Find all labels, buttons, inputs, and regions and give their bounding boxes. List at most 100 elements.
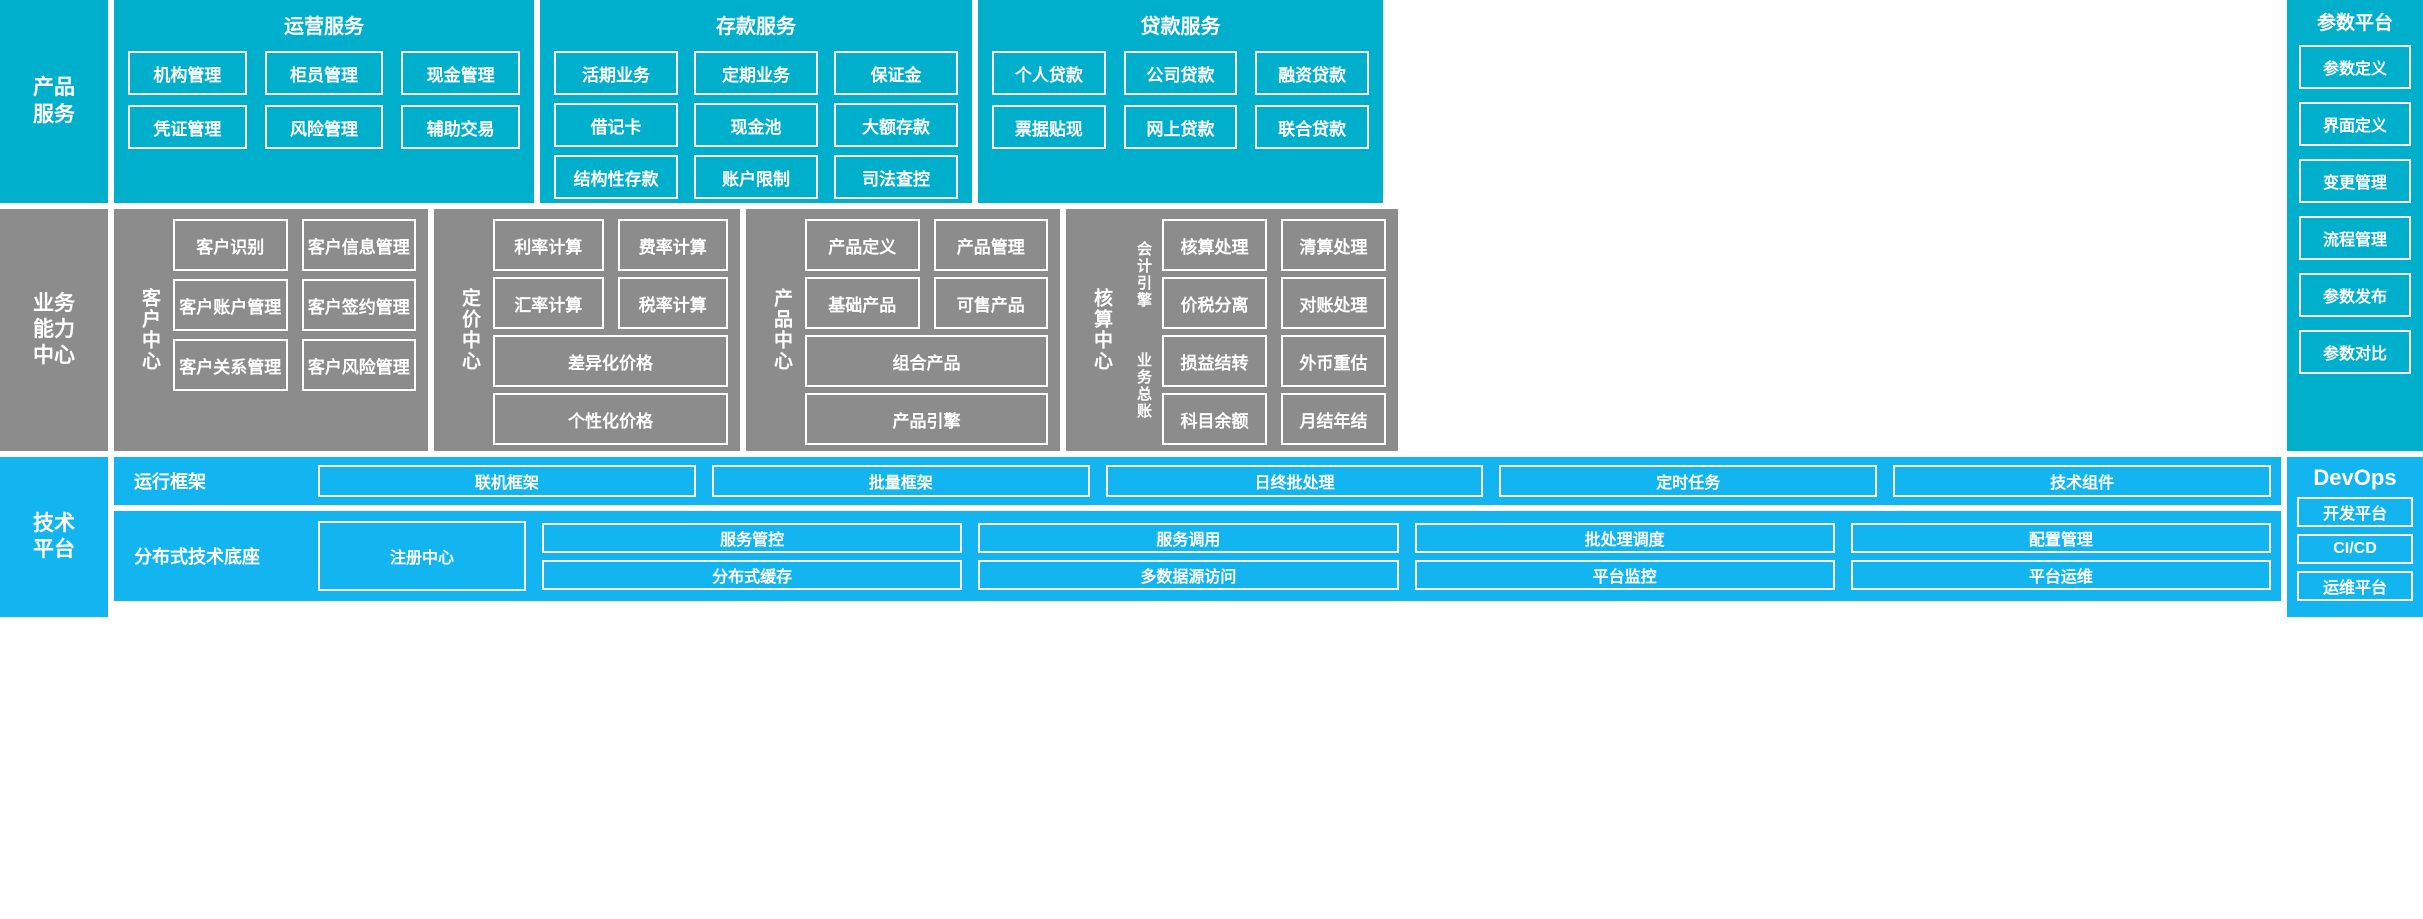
devops-title: DevOps — [2313, 465, 2397, 490]
tile-account-restriction[interactable]: 账户限制 — [694, 155, 818, 199]
tile-product-management[interactable]: 产品管理 — [933, 219, 1048, 271]
tile-account-balance[interactable]: 科目余额 — [1162, 393, 1267, 445]
tile-interface-definition[interactable]: 界面定义 — [2299, 102, 2411, 146]
band-distributed-foundation-label: 分布式技术底座 — [134, 547, 260, 567]
tile-time-deposit[interactable]: 定期业务 — [694, 51, 818, 95]
panel-parameter-platform: 参数平台 参数定义 界面定义 变更管理 流程管理 参数发布 参数对比 — [2287, 0, 2423, 451]
tile-large-deposit[interactable]: 大额存款 — [834, 103, 958, 147]
tile-service-governance[interactable]: 服务管控 — [542, 522, 963, 553]
tile-change-management[interactable]: 变更管理 — [2299, 159, 2411, 203]
tile-registry-center[interactable]: 注册中心 — [318, 521, 526, 591]
tile-customer-risk-management[interactable]: 客户风险管理 — [301, 339, 416, 391]
tile-reconciliation-processing[interactable]: 对账处理 — [1281, 277, 1386, 329]
tile-configuration-management[interactable]: 配置管理 — [1850, 522, 2271, 553]
tile-cash-management[interactable]: 现金管理 — [401, 51, 520, 95]
tile-batch-scheduling[interactable]: 批处理调度 — [1414, 522, 1835, 553]
tile-customer-contract-management[interactable]: 客户签约管理 — [301, 279, 416, 331]
tile-auxiliary-transaction[interactable]: 辅助交易 — [401, 105, 520, 149]
row-product-services: 产品 服务 运营服务 机构管理 柜员管理 现金管理 凭证管理 风险管理 辅助交易… — [0, 0, 2281, 203]
tile-exchange-rate-calculation[interactable]: 汇率计算 — [493, 277, 604, 329]
tile-process-management[interactable]: 流程管理 — [2299, 216, 2411, 260]
center-pricing: 定价中心 利率计算 费率计算 汇率计算 税率计算 差异化价格 — [434, 209, 740, 451]
tile-platform-monitoring[interactable]: 平台监控 — [1414, 559, 1835, 590]
tile-org-management[interactable]: 机构管理 — [128, 51, 247, 95]
group-loan-services-title: 贷款服务 — [1140, 16, 1221, 38]
center-accounting-body: 核算处理 清算处理 价税分离 对账处理 损益结转 外币重估 — [1162, 219, 1386, 445]
tile-online-loan[interactable]: 网上贷款 — [1123, 105, 1238, 149]
center-customer-row-3: 客户关系管理 客户风险管理 — [173, 339, 416, 391]
registry-center-wrap: 注册中心 — [318, 521, 526, 591]
tile-voucher-management[interactable]: 凭证管理 — [128, 105, 247, 149]
tile-customer-relation-management[interactable]: 客户关系管理 — [173, 339, 288, 391]
tile-cash-pool[interactable]: 现金池 — [694, 103, 818, 147]
tile-bill-discount[interactable]: 票据贴现 — [992, 105, 1106, 149]
tile-sellable-product[interactable]: 可售产品 — [933, 277, 1048, 329]
tile-combined-product[interactable]: 组合产品 — [805, 335, 1048, 387]
tile-technical-component[interactable]: 技术组件 — [1893, 465, 2271, 497]
tile-development-platform[interactable]: 开发平台 — [2297, 497, 2413, 527]
rail-technical-platform: 技术 平台 — [0, 457, 108, 617]
tile-batch-framework[interactable]: 批量框架 — [711, 465, 1090, 497]
band-runtime-framework-label: 运行框架 — [134, 472, 206, 492]
tile-product-engine[interactable]: 产品引擎 — [805, 393, 1048, 445]
tile-end-of-day-batch[interactable]: 日终批处理 — [1105, 465, 1484, 497]
tile-financing-loan[interactable]: 融资贷款 — [1255, 51, 1369, 95]
tile-customer-account-management[interactable]: 客户账户管理 — [173, 279, 288, 331]
tile-foreign-currency-revaluation[interactable]: 外币重估 — [1281, 335, 1386, 387]
sublabel-accounting-engine: 会计引擎 — [1135, 240, 1152, 309]
tile-scheduled-task[interactable]: 定时任务 — [1499, 465, 1878, 497]
tile-interest-rate-calculation[interactable]: 利率计算 — [493, 219, 604, 271]
tile-distributed-cache[interactable]: 分布式缓存 — [542, 559, 963, 590]
tile-parameter-definition[interactable]: 参数定义 — [2299, 45, 2411, 89]
tile-debit-card[interactable]: 借记卡 — [554, 103, 678, 147]
tile-accounting-processing[interactable]: 核算处理 — [1162, 219, 1267, 271]
tile-fee-rate-calculation[interactable]: 费率计算 — [617, 219, 728, 271]
tile-differentiated-price[interactable]: 差异化价格 — [493, 335, 728, 387]
tile-product-definition[interactable]: 产品定义 — [805, 219, 920, 271]
rail-business-capability: 业务 能力 中心 — [0, 209, 108, 451]
group-deposit-services-title: 存款服务 — [716, 16, 796, 38]
tile-parameter-release[interactable]: 参数发布 — [2299, 273, 2411, 317]
center-product-row-3: 组合产品 — [805, 335, 1048, 387]
center-product-row-2: 基础产品 可售产品 — [805, 277, 1048, 329]
tile-profit-loss-carryover[interactable]: 损益结转 — [1162, 335, 1267, 387]
tile-operations-platform[interactable]: 运维平台 — [2297, 571, 2413, 601]
tile-teller-management[interactable]: 柜员管理 — [264, 51, 384, 95]
tile-risk-management[interactable]: 风险管理 — [264, 105, 384, 149]
center-accounting-label: 核算中心 — [1091, 288, 1112, 372]
tile-ci-cd[interactable]: CI/CD — [2297, 534, 2413, 564]
tile-customer-identification[interactable]: 客户识别 — [173, 219, 288, 271]
tile-online-framework[interactable]: 联机框架 — [318, 465, 696, 497]
tile-price-tax-separation[interactable]: 价税分离 — [1162, 277, 1267, 329]
rail-product-services-label: 产品 服务 — [33, 76, 75, 126]
band-runtime-framework: 运行框架 联机框架 批量框架 日终批处理 定时任务 技术组件 — [114, 457, 2281, 505]
tile-month-year-end-closing[interactable]: 月结年结 — [1281, 393, 1386, 445]
tile-demand-deposit[interactable]: 活期业务 — [554, 51, 678, 95]
tile-customer-info-management[interactable]: 客户信息管理 — [301, 219, 416, 271]
center-pricing-row-1: 利率计算 费率计算 — [493, 219, 728, 271]
tile-service-invocation[interactable]: 服务调用 — [978, 522, 1399, 553]
tile-margin-deposit[interactable]: 保证金 — [834, 51, 958, 95]
tile-personal-loan[interactable]: 个人贷款 — [992, 51, 1106, 95]
center-customer-row-2: 客户账户管理 客户签约管理 — [173, 279, 416, 331]
sublabel-general-ledger: 业务总账 — [1135, 351, 1152, 420]
tile-base-product[interactable]: 基础产品 — [805, 277, 920, 329]
center-accounting-row-4: 科目余额 月结年结 — [1162, 393, 1386, 445]
tile-platform-operations[interactable]: 平台运维 — [1850, 559, 2271, 590]
row-business-capability: 业务 能力 中心 客户中心 客户识别 客户信息管理 客户账户管理 客户签约管理 — [0, 209, 2281, 451]
center-accounting-row-2: 价税分离 对账处理 — [1162, 277, 1386, 329]
center-accounting: 核算中心 会计引擎 业务总账 核算处理 清算处理 价税分离 — [1066, 209, 1398, 451]
tile-tax-rate-calculation[interactable]: 税率计算 — [617, 277, 728, 329]
center-accounting-sublabels: 会计引擎 业务总账 — [1125, 219, 1162, 441]
tile-corporate-loan[interactable]: 公司贷款 — [1123, 51, 1238, 95]
tile-parameter-comparison[interactable]: 参数对比 — [2299, 330, 2411, 374]
group-deposit-services: 存款服务 活期业务 定期业务 保证金 借记卡 现金池 大额存款 结构性存款 账户… — [540, 0, 972, 203]
group-operation-services-title: 运营服务 — [284, 16, 364, 38]
tile-personalized-price[interactable]: 个性化价格 — [493, 393, 728, 445]
tile-settlement-processing[interactable]: 清算处理 — [1281, 219, 1386, 271]
tile-judicial-inquiry[interactable]: 司法查控 — [834, 155, 958, 199]
tile-syndicated-loan[interactable]: 联合贷款 — [1255, 105, 1369, 149]
rail-business-capability-label: 业务 能力 中心 — [33, 291, 75, 368]
tile-multi-datasource-access[interactable]: 多数据源访问 — [978, 559, 1399, 590]
tile-structured-deposit[interactable]: 结构性存款 — [554, 155, 678, 199]
